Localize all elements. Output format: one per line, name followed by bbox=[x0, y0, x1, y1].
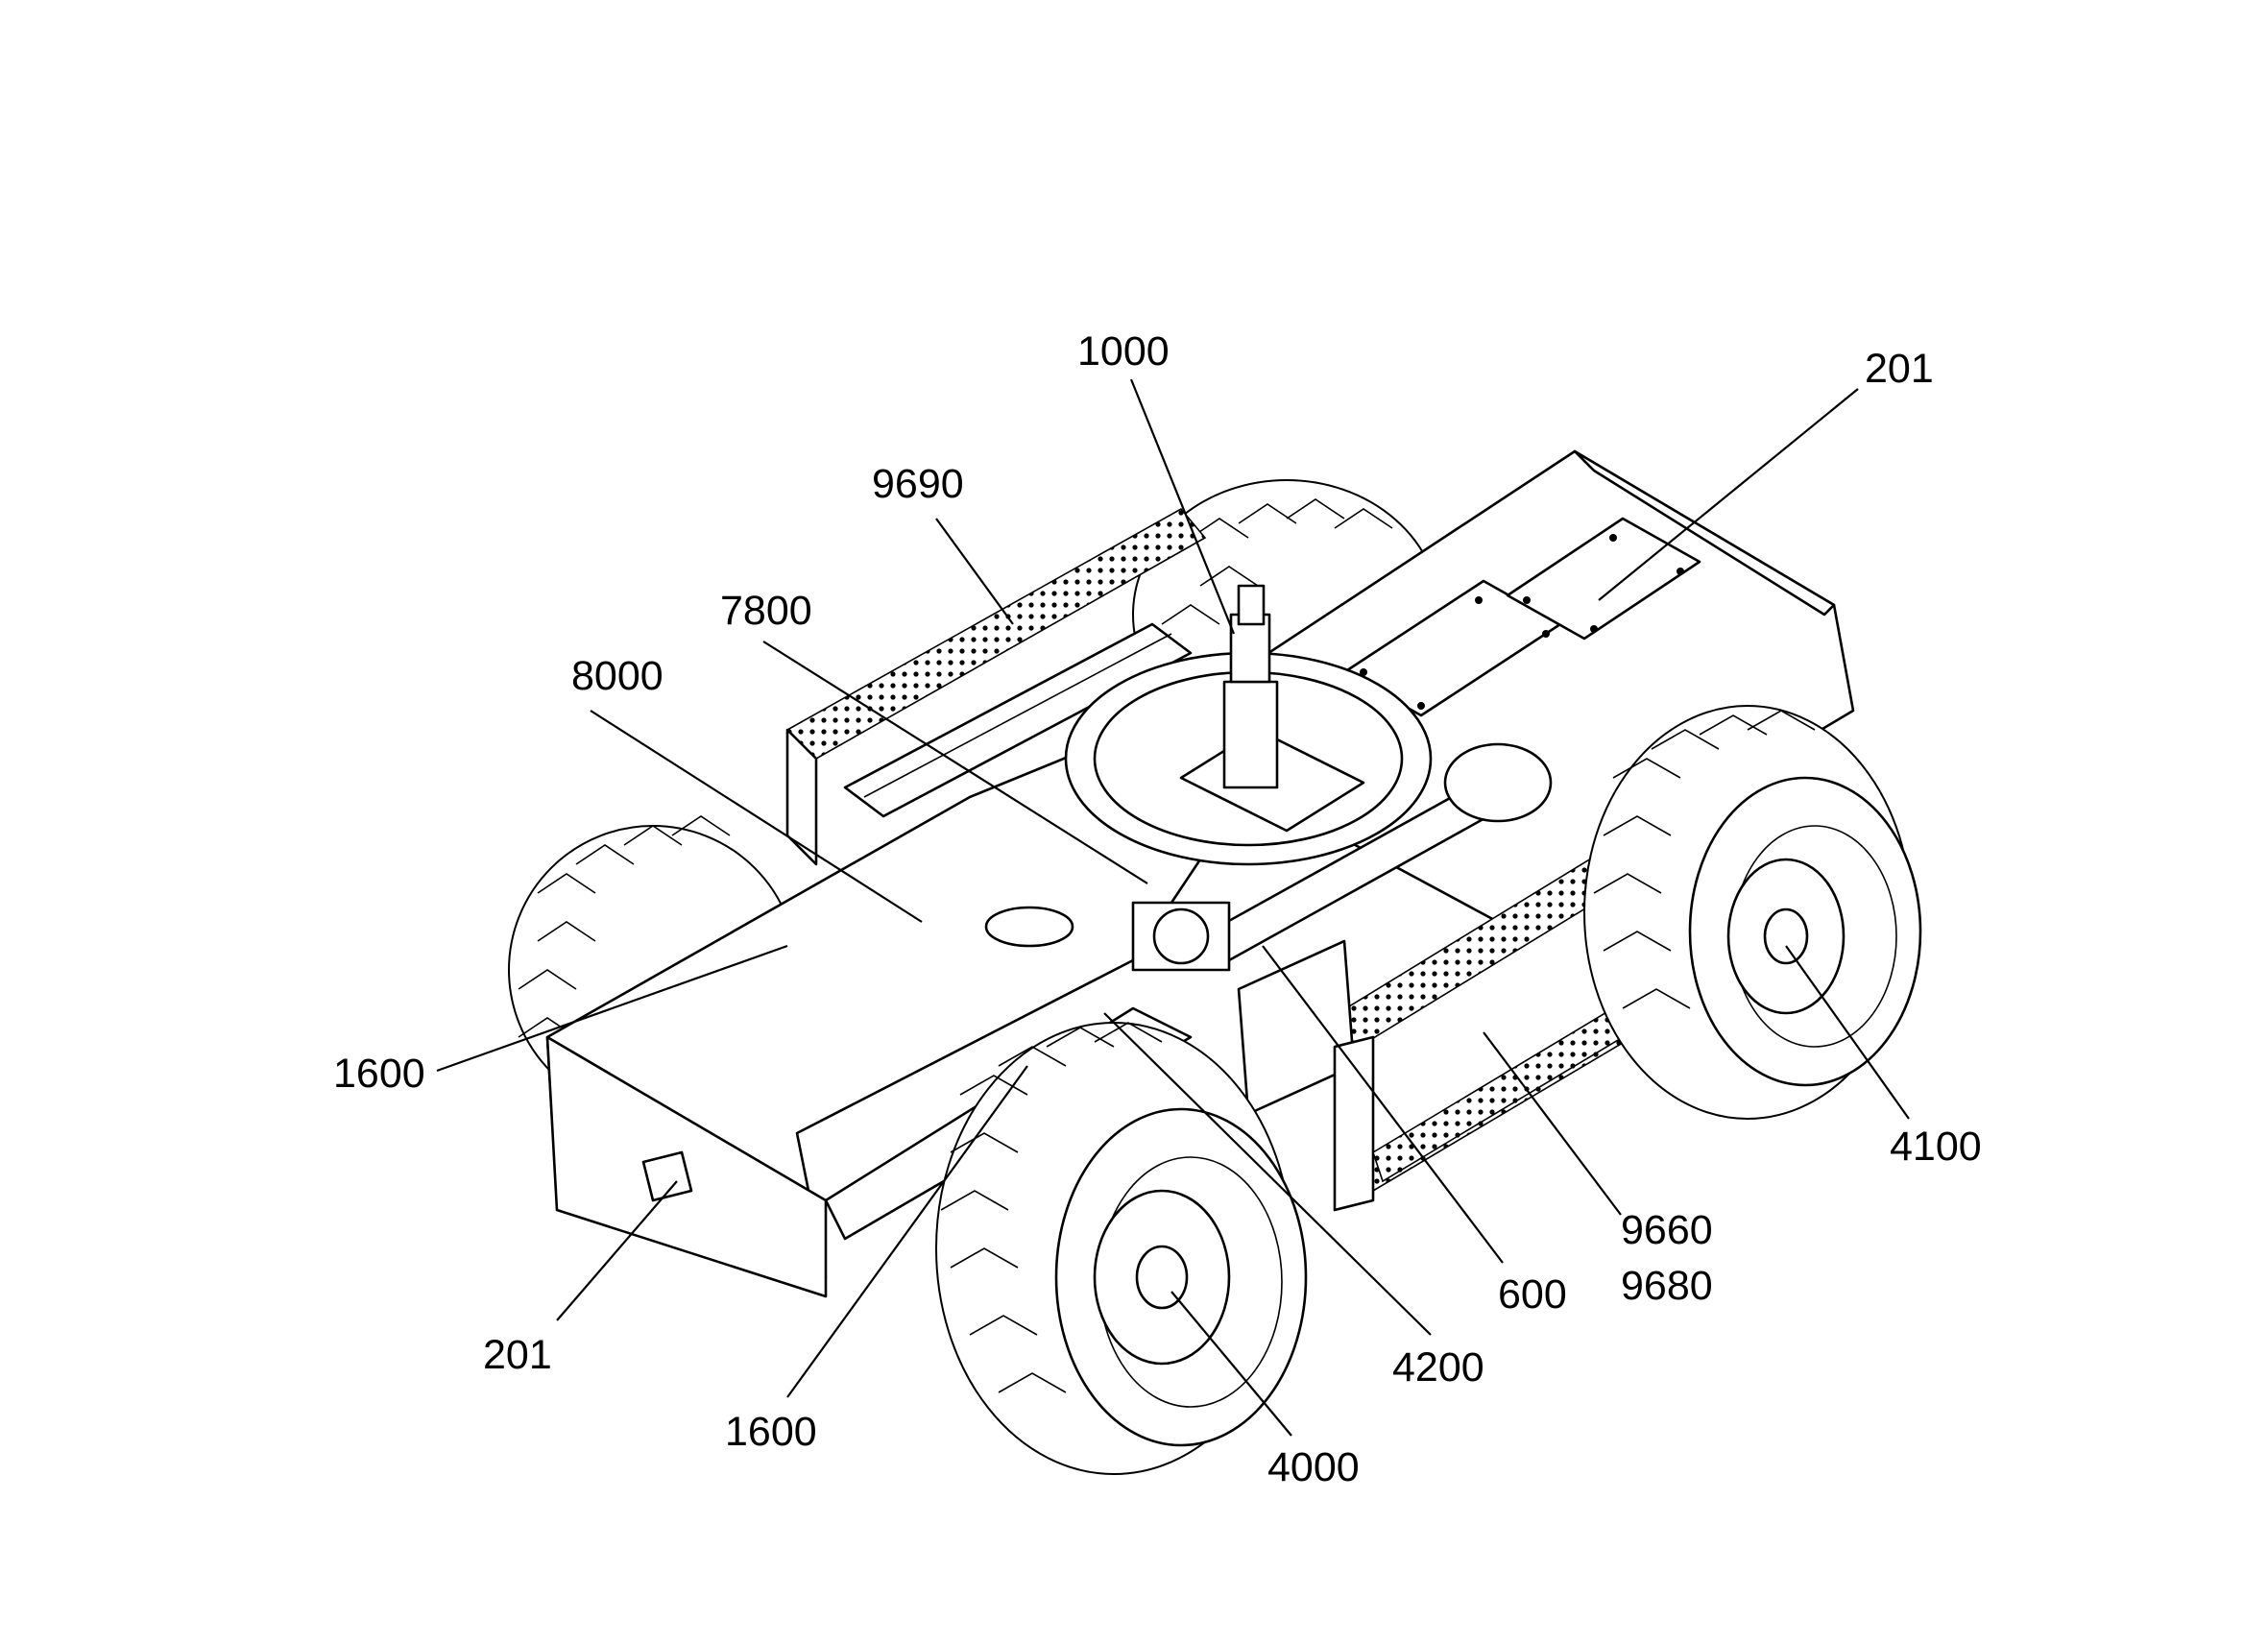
callout-600: 600 bbox=[1498, 1271, 1567, 1318]
callout-201-top: 201 bbox=[1865, 346, 1934, 392]
slewing-ring-illustration bbox=[1064, 584, 1433, 866]
callout-8000: 8000 bbox=[571, 653, 664, 699]
callout-9660: 9660 bbox=[1621, 1207, 1713, 1253]
drive-shaft-illustration bbox=[1131, 742, 1553, 972]
callout-9690: 9690 bbox=[872, 461, 964, 507]
front-right-wheel-illustration bbox=[1583, 705, 1922, 1120]
callout-201-bottom: 201 bbox=[483, 1332, 552, 1378]
front-left-wheel-illustration bbox=[935, 1022, 1308, 1475]
callout-4100: 4100 bbox=[1890, 1124, 1982, 1170]
callout-1000: 1000 bbox=[1077, 328, 1170, 375]
right-step-rail-illustration bbox=[1237, 843, 1644, 1212]
leader-lines bbox=[436, 378, 1910, 1437]
callout-labels: 1000 201 9690 7800 8000 1600 4100 9660 9… bbox=[333, 328, 1982, 1490]
callout-7800: 7800 bbox=[720, 588, 812, 634]
callout-4200: 4200 bbox=[1392, 1344, 1484, 1391]
callout-1600-bottom: 1600 bbox=[725, 1409, 817, 1455]
left-step-rail-illustration bbox=[785, 507, 1207, 866]
callout-1600-left: 1600 bbox=[333, 1051, 425, 1097]
callout-9680: 9680 bbox=[1621, 1263, 1713, 1309]
callout-4000: 4000 bbox=[1267, 1444, 1360, 1490]
